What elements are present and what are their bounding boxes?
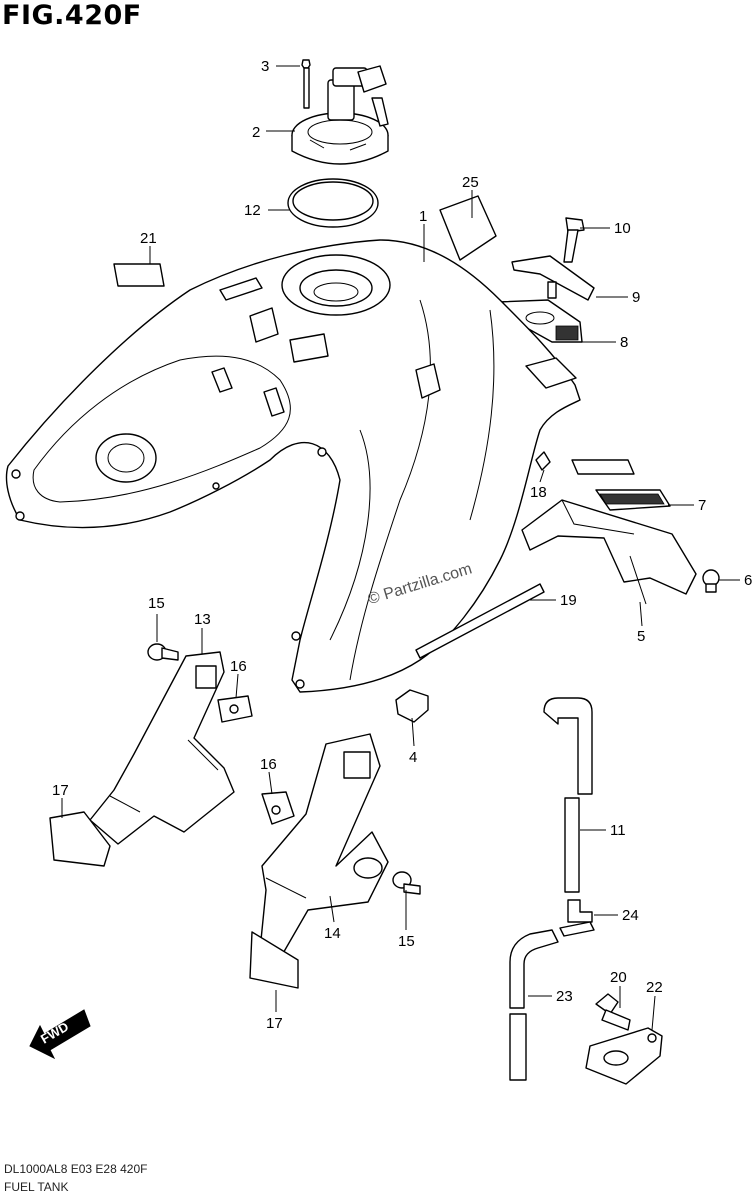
callout-15-lower: 15 (398, 933, 415, 950)
callout-16-upper: 16 (230, 658, 247, 675)
callout-1: 1 (419, 208, 427, 225)
part-9-bracket[interactable] (511, 255, 595, 301)
callout-15-upper: 15 (148, 595, 165, 612)
callout-25: 25 (462, 174, 479, 191)
part-10-bolt[interactable] (563, 217, 585, 263)
part-11-hose[interactable] (543, 697, 593, 893)
part-17-pad-upper[interactable] (49, 811, 111, 867)
part-21-pad[interactable] (113, 263, 165, 287)
callout-17-upper: 17 (52, 782, 69, 799)
part-4-clamp[interactable] (395, 689, 429, 723)
part-22-clamp-plate[interactable] (585, 1027, 663, 1085)
part-1-fuel-tank[interactable] (5, 239, 581, 693)
callout-10: 10 (614, 220, 631, 237)
diagram-name: FUEL TANK (4, 1180, 69, 1194)
callout-13: 13 (194, 611, 211, 628)
callout-17-lower: 17 (266, 1015, 283, 1032)
part-5-bracket[interactable] (521, 499, 697, 605)
part-6-bolt[interactable] (702, 569, 720, 593)
callout-3: 3 (261, 58, 269, 75)
part-24-tee-joint[interactable] (559, 899, 595, 937)
figure-title: FIG.420F (2, 0, 142, 31)
part-12-gasket-ring[interactable] (287, 178, 379, 228)
callout-6: 6 (744, 572, 752, 589)
diagram-code: DL1000AL8 E03 E28 420F (4, 1162, 148, 1176)
part-15-bolt-lower[interactable] (392, 871, 421, 895)
leader-lines (61, 65, 740, 1031)
callout-19: 19 (560, 592, 577, 609)
callout-23: 23 (556, 988, 573, 1005)
callout-14: 14 (324, 925, 341, 942)
callout-2: 2 (252, 124, 260, 141)
callout-numbers: 3 2 12 25 21 1 10 9 8 18 7 6 5 19 4 15 1… (52, 58, 752, 1032)
part-2-fuel-cap[interactable] (291, 65, 389, 165)
callout-16-lower: 16 (260, 756, 277, 773)
part-16-nut-lower[interactable] (261, 791, 295, 825)
part-8-cushion[interactable] (497, 299, 583, 343)
part-25-cushion-pad[interactable] (439, 195, 497, 261)
part-13-bracket-left[interactable] (89, 651, 235, 845)
callout-8: 8 (620, 334, 628, 351)
callout-11: 11 (610, 822, 626, 839)
part-17-pad-lower[interactable] (249, 931, 299, 989)
callout-12: 12 (244, 202, 261, 219)
part-23-hose[interactable] (509, 929, 559, 1081)
callout-21: 21 (140, 230, 157, 247)
part-16-nut-upper[interactable] (217, 695, 253, 723)
part-14-bracket-right[interactable] (259, 733, 389, 963)
forward-direction-arrow: FWD (29, 1009, 91, 1060)
callout-9: 9 (632, 289, 640, 306)
callout-18: 18 (530, 484, 547, 501)
part-20-bolt[interactable] (595, 993, 631, 1031)
part-3-screw[interactable] (301, 59, 311, 109)
part-15-bolt-upper[interactable] (147, 643, 179, 661)
part-18-clip[interactable] (535, 451, 551, 471)
callout-24: 24 (622, 907, 639, 924)
callout-4: 4 (409, 749, 417, 766)
callout-5: 5 (637, 628, 645, 645)
part-19-seal-strip[interactable] (415, 583, 545, 659)
part-7-cushion[interactable] (571, 459, 671, 511)
callout-20: 20 (610, 969, 627, 986)
callout-22: 22 (646, 979, 663, 996)
callout-7: 7 (698, 497, 706, 514)
